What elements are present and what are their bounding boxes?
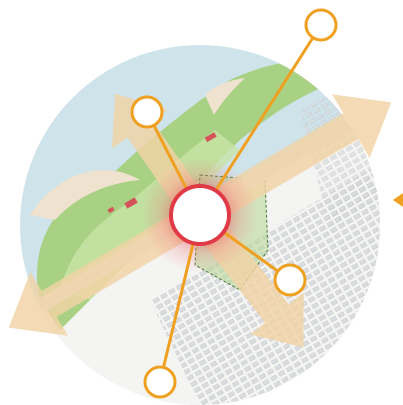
central-hub-node[interactable] xyxy=(171,186,229,244)
node-north[interactable] xyxy=(306,10,336,40)
node-south[interactable] xyxy=(145,367,175,397)
node-southeast[interactable] xyxy=(275,265,305,295)
arrow-east-small xyxy=(393,193,403,207)
node-northwest[interactable] xyxy=(132,97,162,127)
